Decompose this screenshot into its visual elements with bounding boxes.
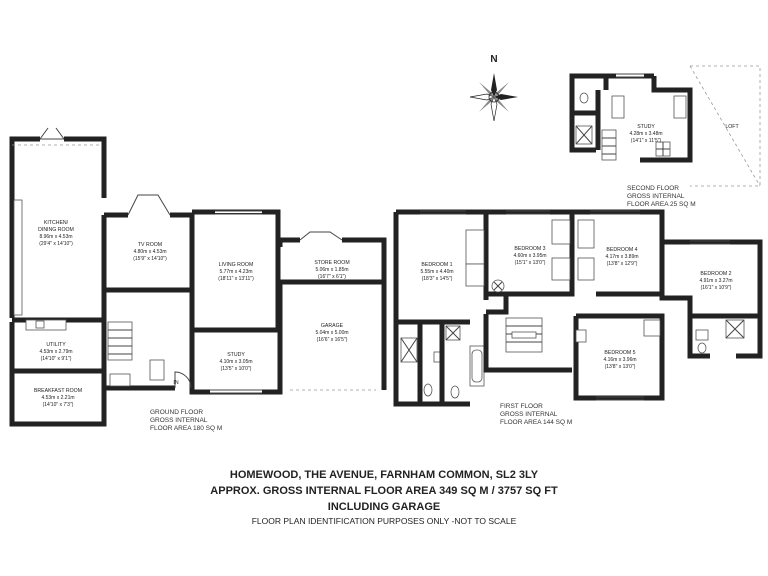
second-floor-label-1: SECOND FLOOR	[627, 185, 679, 192]
bedroom-3-size-m: 4.60m x 3.95m	[513, 253, 546, 259]
tv-room-name: TV ROOM	[138, 242, 162, 248]
tv-room-size-ft: (15'9" x 14'10")	[133, 256, 167, 262]
kitchen-size-m: 8.96m x 4.53m	[39, 234, 72, 240]
first-floor-label-3: FLOOR AREA 144 SQ M	[500, 419, 572, 426]
loft-label: LOFT	[725, 124, 739, 130]
bedroom-3-name: BEDROOM 3	[514, 246, 545, 252]
title-disclaimer: FLOOR PLAN IDENTIFICATION PURPOSES ONLY …	[252, 516, 517, 526]
kitchen-name-1: KITCHEN/	[44, 220, 69, 226]
second-floor-plan	[569, 65, 761, 187]
tv-room-size-m: 4.80m x 4.53m	[133, 249, 166, 255]
study-second-size-m: 4.28m x 3.48m	[629, 131, 662, 137]
bedroom-4-name: BEDROOM 4	[606, 247, 637, 253]
bedroom-1-size-ft: (18'3" x 14'5")	[422, 276, 453, 282]
bedroom-1-size-m: 5.55m x 4.40m	[420, 269, 453, 275]
living-room-size-ft: (18'11" x 13'11")	[218, 276, 254, 282]
bedroom-5-name: BEDROOM 5	[604, 350, 635, 356]
ground-floor-label-2: GROSS INTERNAL	[150, 417, 208, 424]
title-garage: INCLUDING GARAGE	[328, 501, 440, 513]
title-address: HOMEWOOD, THE AVENUE, FARNHAM COMMON, SL…	[230, 469, 539, 481]
garage-size-m: 5.04m x 5.00m	[315, 330, 348, 336]
bedroom-5-size-ft: (13'8" x 13'0")	[605, 364, 636, 370]
utility-size-m: 4.53m x 2.79m	[39, 349, 72, 355]
study-second-size-ft: (14'1" x 11'5")	[631, 138, 662, 144]
breakfast-room-size-m: 4.53m x 2.21m	[41, 395, 74, 401]
second-floor-label-2: GROSS INTERNAL	[627, 193, 685, 200]
compass-rose-icon: N	[469, 54, 518, 122]
study-ground-size-ft: (13'5" x 10'0")	[221, 366, 252, 372]
title-area: APPROX. GROSS INTERNAL FLOOR AREA 349 SQ…	[210, 485, 558, 497]
study-ground-name: STUDY	[227, 352, 245, 358]
compass-north-label: N	[490, 54, 497, 65]
ground-floor-label-3: FLOOR AREA 180 SQ M	[150, 425, 222, 432]
bedroom-2-name: BEDROOM 2	[700, 271, 731, 277]
bedroom-1-name: BEDROOM 1	[421, 262, 452, 268]
garage-size-ft: (16'6" x 16'5")	[317, 337, 348, 343]
bedroom-4-size-ft: (13'8" x 12'9")	[607, 261, 638, 267]
utility-name: UTILITY	[46, 342, 66, 348]
store-room-name: STORE ROOM	[314, 260, 349, 266]
first-floor-label-2: GROSS INTERNAL	[500, 411, 558, 418]
first-floor-plan	[393, 209, 763, 407]
garage-name: GARAGE	[321, 323, 344, 329]
entrance-label: IN	[173, 380, 178, 386]
bedroom-2-size-ft: (16'1" x 10'9")	[701, 285, 732, 291]
bedroom-5-size-m: 4.16m x 3.96m	[603, 357, 636, 363]
kitchen-size-ft: (29'4" x 14'10")	[39, 241, 73, 247]
breakfast-room-name: BREAKFAST ROOM	[34, 388, 82, 394]
utility-size-ft: (14'10" x 9'1")	[41, 356, 72, 362]
kitchen-name-2: DINING ROOM	[38, 227, 74, 233]
ground-floor-label-1: GROUND FLOOR	[150, 409, 203, 416]
store-room-size-ft: (16'7" x 6'1")	[318, 274, 346, 280]
living-room-name: LIVING ROOM	[219, 262, 254, 268]
breakfast-room-size-ft: (14'10" x 7'3")	[43, 402, 74, 408]
living-room-size-m: 5.77m x 4.23m	[219, 269, 252, 275]
bedroom-3-size-ft: (15'1" x 13'0")	[515, 260, 546, 266]
first-floor-label-1: FIRST FLOOR	[500, 403, 543, 410]
study-ground-size-m: 4.10m x 3.05m	[219, 359, 252, 365]
store-room-size-m: 5.06m x 1.85m	[315, 267, 348, 273]
ground-floor-plan	[9, 127, 387, 427]
bedroom-2-size-m: 4.91m x 3.27m	[699, 278, 732, 284]
bedroom-4-size-m: 4.17m x 3.89m	[605, 254, 638, 260]
study-second-name: STUDY	[637, 124, 655, 130]
second-floor-label-3: FLOOR AREA 25 SQ M	[627, 201, 696, 208]
